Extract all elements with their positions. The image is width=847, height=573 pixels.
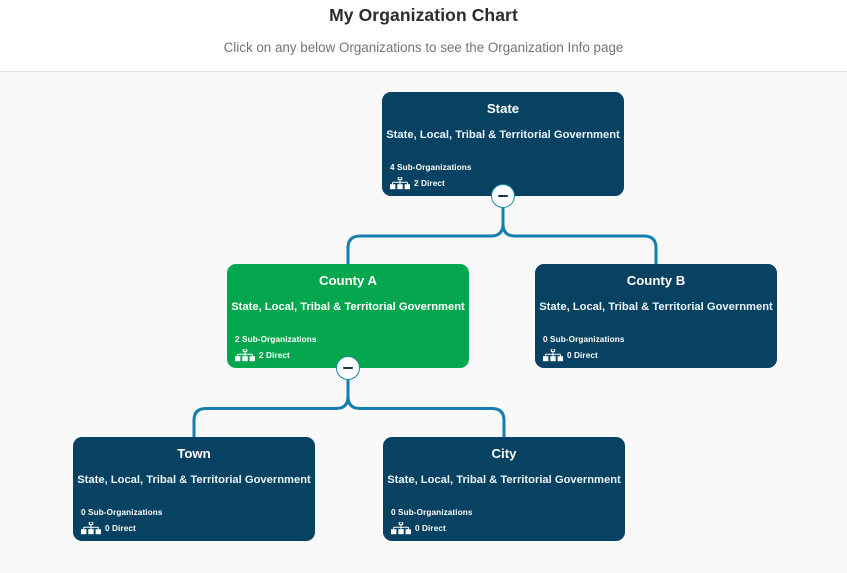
- org-node-title: County B: [626, 273, 686, 288]
- connector-state: [346, 196, 505, 264]
- minus-icon: [497, 195, 508, 198]
- org-node-title: Town: [177, 446, 211, 461]
- org-node-title: City: [491, 446, 517, 461]
- org-node-direct-row: 2 Direct: [235, 349, 290, 362]
- page-subtitle: Click on any below Organizations to see …: [223, 40, 624, 55]
- org-node-direct-row: 2 Direct: [390, 177, 445, 190]
- org-node-county-a[interactable]: County A State, Local, Tribal & Territori…: [227, 264, 469, 368]
- org-node-county-b[interactable]: County B State, Local, Tribal & Territori…: [535, 264, 777, 368]
- org-node-suborganizations: 2 Sub-Organizations: [235, 335, 317, 344]
- org-node-subtitle: State, Local, Tribal & Territorial Gover…: [539, 301, 773, 313]
- org-node-direct-label: 2 Direct: [414, 178, 445, 188]
- hierarchy-icon: [235, 349, 255, 362]
- org-node-direct-label: 0 Direct: [415, 523, 446, 533]
- connector-county-a: [192, 368, 350, 437]
- org-node-direct-row: 0 Direct: [81, 522, 136, 535]
- org-node-direct-label: 0 Direct: [105, 523, 136, 533]
- hierarchy-icon: [81, 522, 101, 535]
- hierarchy-icon: [543, 349, 563, 362]
- org-node-direct-row: 0 Direct: [391, 522, 446, 535]
- org-node-direct-row: 0 Direct: [543, 349, 598, 362]
- collapse-toggle-state[interactable]: [491, 184, 515, 208]
- org-node-suborganizations: 0 Sub-Organizations: [81, 508, 163, 517]
- org-node-direct-label: 2 Direct: [259, 350, 290, 360]
- connector-county-a: [346, 396, 506, 437]
- org-node-suborganizations: 0 Sub-Organizations: [543, 335, 625, 344]
- org-node-subtitle: State, Local, Tribal & Territorial Gover…: [386, 129, 620, 141]
- org-node-subtitle: State, Local, Tribal & Territorial Gover…: [387, 474, 621, 486]
- org-node-title: County A: [318, 273, 378, 288]
- hierarchy-icon: [391, 522, 411, 535]
- minus-icon: [342, 367, 353, 370]
- org-node-suborganizations: 4 Sub-Organizations: [390, 163, 472, 172]
- org-node-direct-label: 0 Direct: [567, 350, 598, 360]
- collapse-toggle-county-a[interactable]: [336, 356, 360, 380]
- org-node-title: State: [486, 101, 520, 116]
- org-node-subtitle: State, Local, Tribal & Territorial Gover…: [231, 301, 465, 313]
- org-node-suborganizations: 0 Sub-Organizations: [391, 508, 473, 517]
- connector-state: [501, 223, 658, 264]
- page-title: My Organization Chart: [329, 5, 518, 25]
- hierarchy-icon: [390, 177, 410, 190]
- page-header: My Organization Chart Click on any below…: [0, 0, 847, 72]
- org-node-subtitle: State, Local, Tribal & Territorial Gover…: [77, 474, 311, 486]
